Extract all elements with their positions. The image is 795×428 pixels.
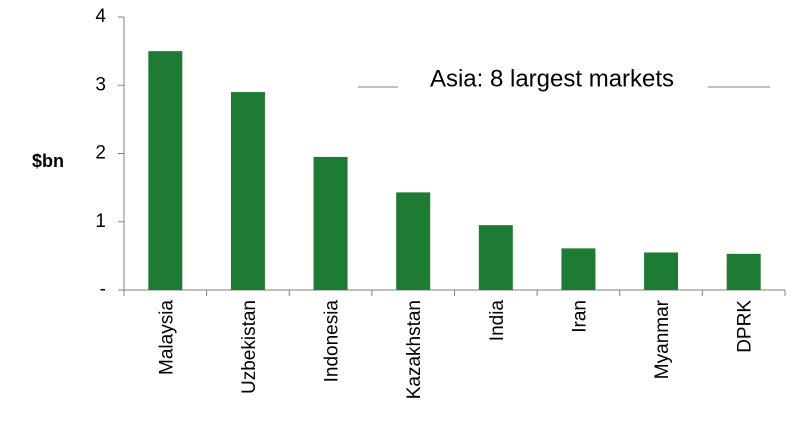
- y-tick-label: 4: [95, 6, 106, 27]
- bar-india: [478, 225, 513, 290]
- y-tick-label: 1: [95, 211, 106, 232]
- bar-kazakhstan: [396, 192, 431, 290]
- x-tick-label: Myanmar: [652, 299, 673, 379]
- legend-label: Asia: 8 largest markets: [430, 65, 674, 92]
- bar-iran: [561, 248, 596, 290]
- x-tick-label: Indonesia: [322, 300, 343, 383]
- y-axis-label: $bn: [32, 151, 64, 171]
- x-tick-label: Iran: [569, 300, 590, 333]
- x-tick-label: DPRK: [735, 300, 756, 353]
- x-tick-label: Kazakhstan: [404, 300, 425, 399]
- x-tick-label: Uzbekistan: [239, 300, 260, 394]
- x-tick-label: Malaysia: [156, 300, 177, 375]
- bar-malaysia: [148, 51, 183, 290]
- bar-indonesia: [313, 156, 348, 290]
- bar-myanmar: [644, 252, 679, 290]
- x-tick-label: India: [487, 300, 508, 342]
- y-tick-label: 2: [95, 143, 106, 164]
- bar-dprk: [726, 253, 761, 290]
- y-tick-label: -: [100, 279, 106, 300]
- bar-uzbekistan: [230, 92, 265, 290]
- y-tick-label: 3: [95, 74, 106, 95]
